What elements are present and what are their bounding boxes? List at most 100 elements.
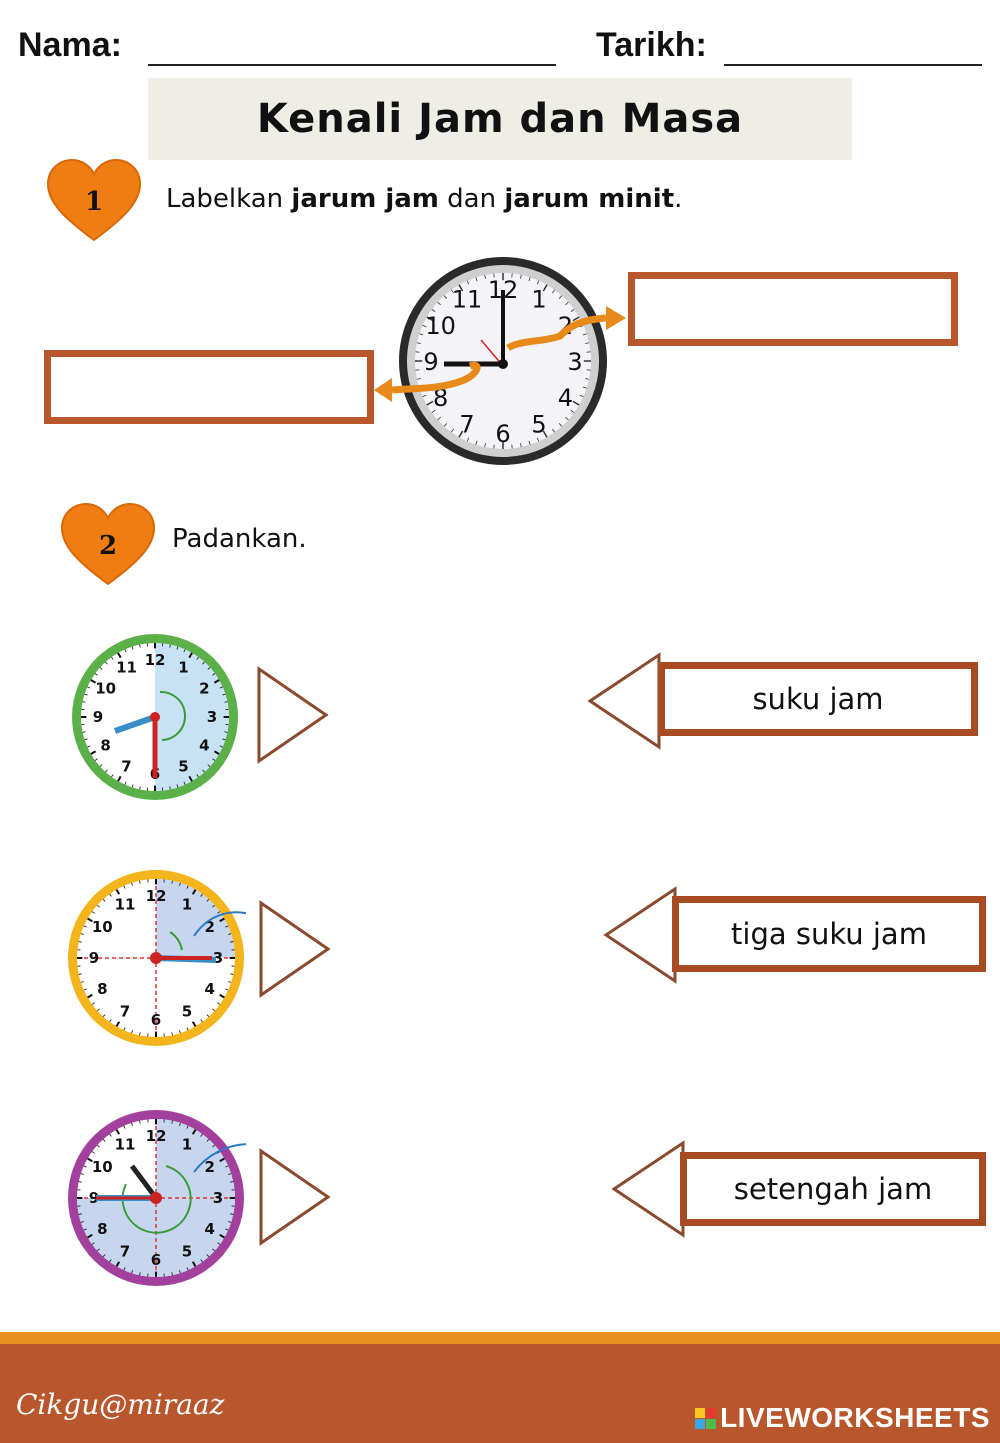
arrow-icon	[374, 306, 626, 402]
clock-tick	[115, 1129, 121, 1135]
section1-instruction: Labelkan jarum jam dan jarum minit.	[166, 184, 682, 214]
clock-tick	[200, 1019, 203, 1023]
clock-tick	[176, 784, 179, 788]
clock-tick	[131, 1030, 133, 1034]
clock-tick	[228, 1221, 232, 1223]
clock-tick	[109, 1259, 112, 1263]
clock-number: 1	[178, 659, 188, 677]
clock-number: 9	[93, 708, 103, 726]
clock-tick	[585, 342, 590, 344]
clock-tick	[212, 673, 216, 676]
clock-tick	[183, 781, 186, 785]
clock-tick	[212, 904, 215, 908]
clock-tick	[475, 277, 478, 282]
clock-tick	[84, 738, 88, 741]
clock-tick	[212, 1144, 215, 1148]
clock-tick	[191, 1129, 197, 1135]
clock-number: 2	[204, 918, 214, 936]
clock-tick	[213, 679, 220, 684]
clock-tick	[230, 1181, 234, 1183]
clock-number: 6	[151, 1251, 161, 1269]
clock-tick	[179, 1270, 181, 1274]
clock-tick	[196, 656, 199, 660]
clock-tick	[466, 437, 470, 442]
clock-number: 8	[97, 1220, 107, 1238]
clock-tick	[224, 731, 228, 733]
clock-number: 9	[423, 348, 438, 376]
clock-tick	[179, 1122, 181, 1126]
triangle-pointer-icon[interactable]	[258, 1148, 332, 1246]
liveworksheets-logo-icon	[695, 1407, 717, 1429]
clock-tick	[94, 673, 98, 676]
triangle-pointer-icon[interactable]	[610, 1140, 686, 1238]
clock-tick	[171, 1272, 173, 1276]
clock-tick	[484, 443, 486, 448]
clock-number: 1	[531, 286, 546, 314]
clock-number: 4	[204, 980, 214, 998]
match-option-1[interactable]: suku jam	[658, 662, 978, 736]
clock-tick	[123, 885, 126, 889]
clock-tick	[219, 1157, 225, 1163]
clock-number: 1	[182, 895, 192, 913]
clock-tick	[102, 1014, 106, 1017]
triangle-pointer-icon[interactable]	[256, 666, 330, 764]
clock-tick	[206, 1139, 210, 1142]
clock-tick	[431, 308, 436, 312]
clock-tick	[207, 764, 211, 767]
clock-number: 5	[531, 410, 546, 438]
name-label: Nama:	[18, 26, 122, 64]
clock-tick	[422, 394, 427, 398]
clock-number: 12	[146, 887, 167, 905]
clock-tick	[82, 701, 86, 703]
clock-tick	[458, 430, 464, 438]
clock-tick	[171, 1032, 173, 1036]
clock-tick	[230, 973, 234, 975]
clock-tick	[572, 316, 580, 322]
clock-tick	[109, 893, 112, 897]
instruction-text: dan	[438, 184, 505, 214]
hour-hand-label-box[interactable]	[44, 350, 374, 424]
clock-tick	[186, 1027, 189, 1031]
clock-tick	[97, 1144, 100, 1148]
clock-tick	[217, 1242, 221, 1245]
clock-number: 11	[115, 895, 136, 913]
heart-icon: 2	[60, 502, 156, 586]
name-field-line[interactable]	[148, 64, 556, 66]
clock-tick	[228, 981, 232, 983]
page-title: Kenali Jam dan Masa	[256, 96, 744, 142]
clock-tick	[139, 786, 141, 790]
minute-hand-label-box[interactable]	[628, 272, 958, 346]
match-option-label: tiga suku jam	[731, 917, 927, 951]
clock-tick	[228, 1173, 232, 1175]
clock-number: 11	[115, 1135, 136, 1153]
brand-logo[interactable]: LIVEWORKSHEETS	[695, 1402, 990, 1434]
clock-tick	[212, 758, 216, 761]
clock-tick	[191, 889, 197, 895]
clock-tick	[206, 1254, 210, 1257]
match-option-3[interactable]: setengah jam	[680, 1152, 986, 1226]
date-field-line[interactable]	[724, 64, 982, 66]
clock-tick	[80, 981, 84, 983]
clock-tick	[219, 993, 225, 999]
clock-tick	[123, 1267, 126, 1271]
clock-tick	[97, 904, 100, 908]
clock-tick	[124, 649, 127, 653]
clock-tick	[87, 686, 91, 689]
heart-icon: 1	[46, 158, 142, 242]
match-option-label: suku jam	[752, 682, 884, 716]
clock-tick	[520, 443, 522, 448]
match-option-2[interactable]: tiga suku jam	[672, 896, 986, 972]
triangle-pointer-icon[interactable]	[258, 900, 332, 998]
clock-tick	[99, 764, 103, 767]
triangle-pointer-icon[interactable]	[602, 886, 678, 984]
clock-tick	[213, 750, 220, 755]
triangle-pointer-icon[interactable]	[586, 652, 662, 750]
clock-tick	[97, 1248, 100, 1252]
clock-tick	[123, 1125, 126, 1129]
clock-tick	[450, 289, 454, 294]
clock-number: 2	[199, 680, 209, 698]
clock-tick	[188, 775, 193, 782]
clock-tick	[225, 925, 229, 928]
clock-tick	[222, 693, 226, 696]
